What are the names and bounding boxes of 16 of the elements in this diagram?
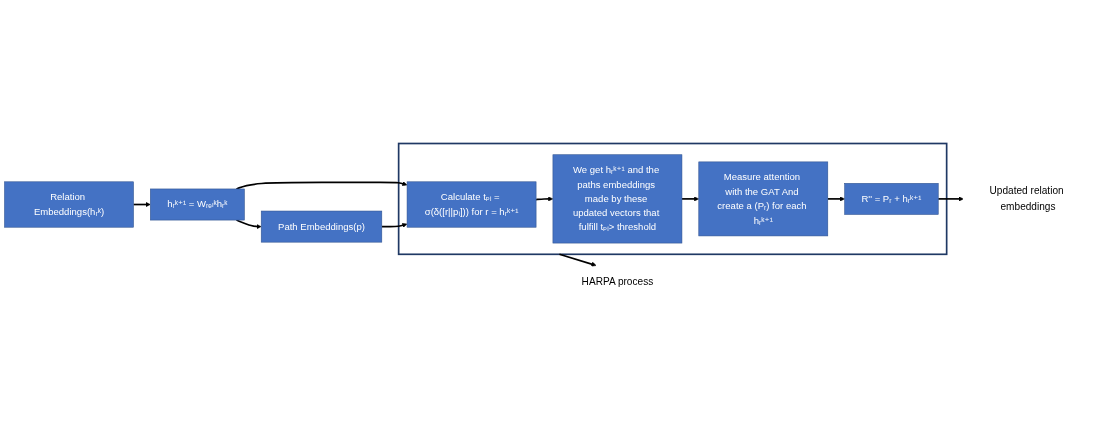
arrow xyxy=(381,223,408,228)
cluster xyxy=(397,142,948,256)
node-box: Relation Embeddings(hᵣᵏ) xyxy=(4,181,134,228)
node-box: Calculate tₚᵢ = σ(δ([r||pᵢ])) for r = hᵣᵏ⁺¹ xyxy=(406,181,537,228)
node-box: Path Embeddings(p) xyxy=(260,210,383,243)
node-text: Updated relation embeddings xyxy=(989,185,1064,212)
node-box: Measure attention with the GAT And create a (Pᵣ) for each hᵣᵏ⁺¹ xyxy=(698,161,829,237)
arrow xyxy=(937,196,964,202)
node-box: hᵣᵏ⁺¹ = Wᵣₑₗᵏhᵣᵏ xyxy=(150,188,245,221)
arrow xyxy=(558,253,597,267)
arrow xyxy=(681,196,699,202)
node-text: HARPA process xyxy=(581,275,654,287)
arrow xyxy=(535,196,554,202)
arrow xyxy=(826,196,845,202)
node-box: We get hᵣᵏ⁺¹ and the paths embeddings made by these updated vectors that fulfill tₚᵢ> threshold xyxy=(552,154,683,244)
node-box: R'' = Pᵣ + hᵣᵏ⁺¹ xyxy=(844,183,939,215)
